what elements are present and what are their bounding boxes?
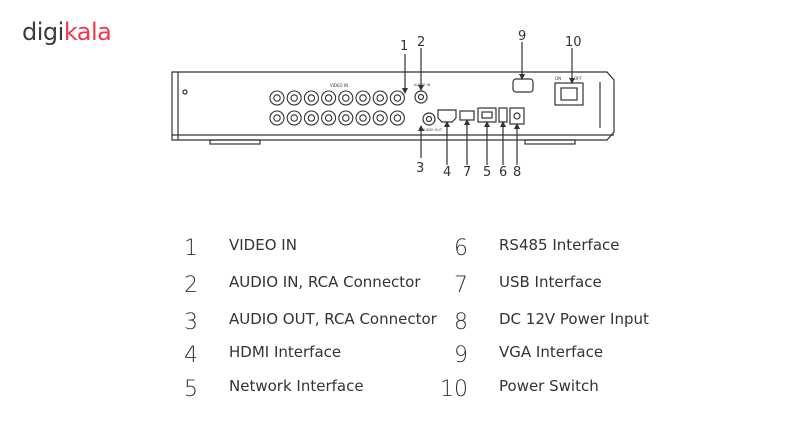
bnc-connector-icon — [372, 90, 388, 106]
legend-number: 8 — [454, 310, 468, 335]
video-in-bnc-group — [269, 90, 405, 126]
legend-number: 6 — [454, 236, 468, 261]
bnc-connector-icon — [269, 110, 285, 126]
bnc-connector-icon — [355, 90, 371, 106]
bnc-connector-pin — [324, 94, 333, 102]
bnc-connector-pin — [342, 114, 350, 122]
bnc-connector-icon — [303, 90, 319, 106]
foot-left — [209, 139, 261, 145]
legend-number: 3 — [184, 310, 198, 335]
callout-number-8: 8 — [513, 165, 521, 180]
legend-number: 1 — [184, 236, 198, 261]
bnc-connector-pin — [273, 114, 281, 122]
legend-label: HDMI Interface — [229, 343, 342, 361]
callout-number-10: 10 — [565, 35, 582, 50]
bnc-connector-icon — [372, 110, 388, 126]
bnc-connector-icon — [321, 90, 337, 106]
legend-label: AUDIO IN, RCA Connector — [229, 273, 421, 291]
brand-logo[interactable]: digikala — [22, 18, 112, 46]
callout-number-9: 9 — [518, 29, 526, 44]
bnc-connector-icon — [338, 90, 354, 106]
legend-label: VGA Interface — [499, 343, 604, 361]
legend-number: 10 — [440, 377, 468, 402]
bnc-connector-icon — [286, 110, 302, 126]
legend-label: USB Interface — [499, 273, 602, 291]
bnc-connector-pin — [290, 114, 298, 122]
legend-label: DC 12V Power Input — [499, 310, 649, 328]
bnc-connector-pin — [359, 94, 367, 102]
bnc-connector-pin — [342, 94, 350, 102]
panel-label-audio-out: AUDIO OUT — [422, 128, 443, 132]
callout-number-7: 7 — [463, 165, 471, 180]
legend-number: 9 — [454, 343, 468, 368]
bnc-connector-icon — [269, 90, 285, 106]
callout-number-5: 5 — [483, 165, 491, 180]
bnc-connector-pin — [307, 94, 316, 102]
bnc-connector-icon — [303, 110, 319, 126]
power-switch-housing — [554, 82, 584, 106]
legend-number: 2 — [184, 273, 198, 298]
brand-logo-part1: digi — [22, 18, 64, 46]
bnc-connector-icon — [321, 110, 337, 126]
bnc-connector-pin — [324, 114, 333, 122]
legend-label: Network Interface — [229, 377, 364, 395]
bnc-connector-icon — [355, 110, 371, 126]
power-switch-rocker — [560, 87, 578, 101]
callout-number-1: 1 — [400, 39, 408, 54]
panel-label-on: ON — [555, 76, 561, 81]
callout-number-4: 4 — [443, 165, 451, 180]
bnc-connector-pin — [273, 94, 281, 102]
bnc-connector-icon — [338, 110, 354, 126]
brand-logo-part2: kala — [63, 18, 112, 46]
hdmi-port — [437, 109, 457, 123]
bnc-connector-pin — [376, 114, 384, 122]
bnc-connector-icon — [389, 110, 405, 126]
panel-label-video-in: VIDEO IN — [330, 83, 348, 88]
legend-label: RS485 Interface — [499, 236, 620, 254]
legend-number: 5 — [184, 377, 198, 402]
legend-number: 4 — [184, 343, 198, 368]
dc-power-jack — [513, 112, 521, 120]
panel-label-audio-in: AUDIO IN — [414, 83, 431, 87]
screw-icon — [182, 89, 188, 95]
callout-number-2: 2 — [417, 35, 425, 50]
chassis-outline — [171, 71, 615, 141]
bnc-connector-icon — [286, 90, 302, 106]
legend-number: 7 — [454, 273, 468, 298]
legend-label: VIDEO IN — [229, 236, 297, 254]
bnc-connector-pin — [359, 114, 367, 122]
bnc-connector-pin — [376, 94, 384, 102]
vga-port — [512, 78, 534, 93]
bnc-connector-pin — [290, 94, 298, 102]
panel-label-off: OFF — [574, 76, 582, 81]
legend-label: Power Switch — [499, 377, 599, 395]
audio-out-connector — [422, 112, 436, 126]
bnc-connector-pin — [393, 114, 402, 122]
foot-right — [524, 139, 576, 145]
bnc-connector-pin — [393, 94, 402, 102]
bnc-connector-pin — [307, 114, 316, 122]
callout-number-6: 6 — [499, 165, 507, 180]
legend-label: AUDIO OUT, RCA Connector — [229, 310, 437, 328]
network-port-inner — [481, 111, 493, 119]
callout-number-3: 3 — [416, 161, 424, 176]
bnc-connector-icon — [389, 90, 405, 106]
